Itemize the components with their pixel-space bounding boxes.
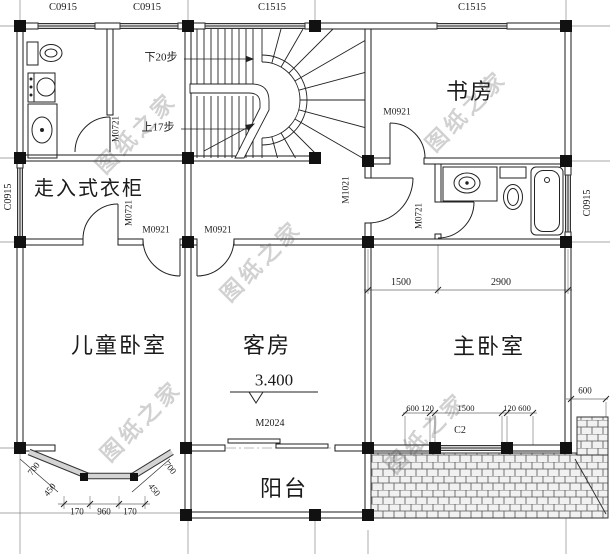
room-label-guest-room: 客房 <box>242 333 292 358</box>
bay-window <box>27 448 174 481</box>
door-label-m0921-guest: M0921 <box>204 225 232 236</box>
door-label-m0921-kids: M0921 <box>142 225 170 236</box>
stair-leaders <box>181 55 256 152</box>
dim-2900: 2900 <box>491 277 511 288</box>
door-label-m2024-balcony: M2024 <box>255 418 285 429</box>
dim-bay-960: 960 <box>97 506 111 517</box>
room-label-balcony: 阳台 <box>259 476 309 501</box>
dim-1500: 1500 <box>391 277 411 288</box>
room-label-study: 书房 <box>445 79 495 104</box>
tiled-roof <box>370 416 609 519</box>
elevation-value: 3.400 <box>254 370 294 390</box>
columns <box>14 20 572 521</box>
dim-bay-170-right: 170 <box>123 506 137 517</box>
dim-bay-170-left: 170 <box>70 506 84 517</box>
window-label-c0915-top1: C0915 <box>48 1 78 13</box>
door-label-m0921-study: M0921 <box>383 107 411 118</box>
window-label-c2: C2 <box>454 425 466 436</box>
room-label-closet: 走入式衣柜 <box>34 178 144 200</box>
stair-note-down: 下20步 <box>144 51 178 64</box>
window-label-c0915-left: C0915 <box>3 183 14 211</box>
stair-note-up: 上17步 <box>141 121 175 134</box>
window-label-c0915-right: C0915 <box>582 189 593 217</box>
elevation-marker <box>230 391 318 404</box>
room-label-kids-bedroom: 儿童卧室 <box>70 333 168 358</box>
window-label-c1515-top4: C1515 <box>457 1 487 13</box>
door-label-m0721-closet: M0721 <box>123 199 134 227</box>
door-label-m1021-hall: M1021 <box>341 176 352 204</box>
dim-600-120: 600 120 <box>406 402 434 413</box>
dim-1500-c2: 1500 <box>457 402 475 413</box>
door-label-m0721-bath-mid: M0721 <box>413 202 424 230</box>
bathroom-topleft-fixtures <box>26 41 63 159</box>
bathroom-mid-fixtures <box>442 166 564 236</box>
dim-600-right: 600 <box>578 385 592 396</box>
dim-120-600: 120 600 <box>503 402 531 413</box>
dimension-lines <box>19 245 610 509</box>
windows <box>17 23 571 451</box>
window-label-c0915-top2: C0915 <box>132 1 162 13</box>
room-label-master-bedroom: 主卧室 <box>452 334 526 359</box>
window-label-c1515-top3: C1515 <box>257 1 287 13</box>
staircase <box>189 28 366 159</box>
doors <box>74 116 475 449</box>
